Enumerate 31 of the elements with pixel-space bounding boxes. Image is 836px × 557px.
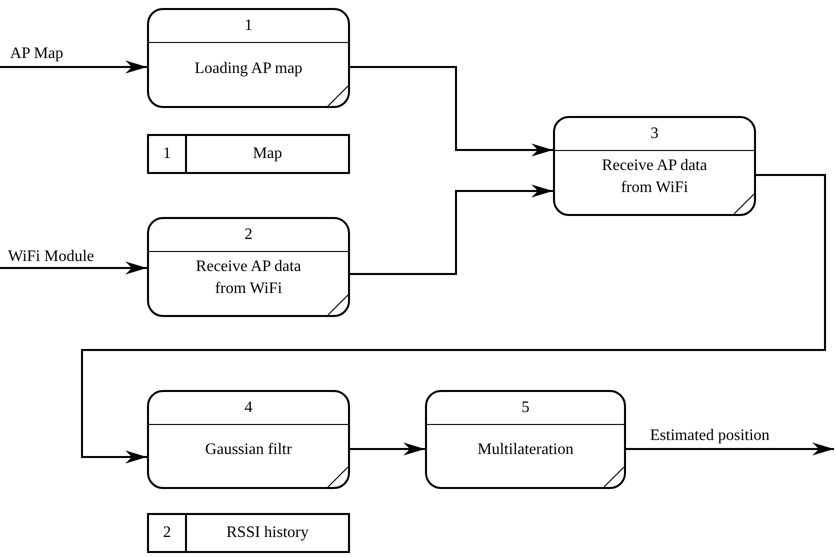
data-store-box [147,134,350,174]
arrow [81,174,826,464]
arrow [626,442,834,456]
process-number: 1 [244,16,252,36]
process-label: Receive AP data from WiFi [194,256,302,298]
edge-label: AP Map [10,44,64,64]
edge-label: Estimated position [650,426,770,446]
arrow [0,262,147,274]
process-box [147,390,350,489]
store-number: 2 [163,523,171,543]
process-number: 5 [522,398,530,418]
arrow [350,66,553,156]
process-label: Loading AP map [194,58,302,78]
process-number: 2 [244,225,252,245]
store-name: RSSI history [226,523,309,543]
arrow [0,60,147,74]
process-number: 3 [650,124,658,144]
process-number: 4 [244,398,252,418]
arrow [350,442,425,456]
process-box [553,116,756,216]
data-store-box [147,513,350,553]
store-number: 1 [163,144,171,164]
process-box [147,217,350,317]
process-box [425,390,626,489]
arrow [350,184,553,275]
store-name: Map [252,144,282,164]
process-label: Gaussian filtr [205,440,292,460]
process-label: Multilateration [478,440,574,460]
edge-label: WiFi Module [8,247,94,267]
process-box [147,8,350,108]
process-label: Receive AP data from WiFi [600,156,708,198]
